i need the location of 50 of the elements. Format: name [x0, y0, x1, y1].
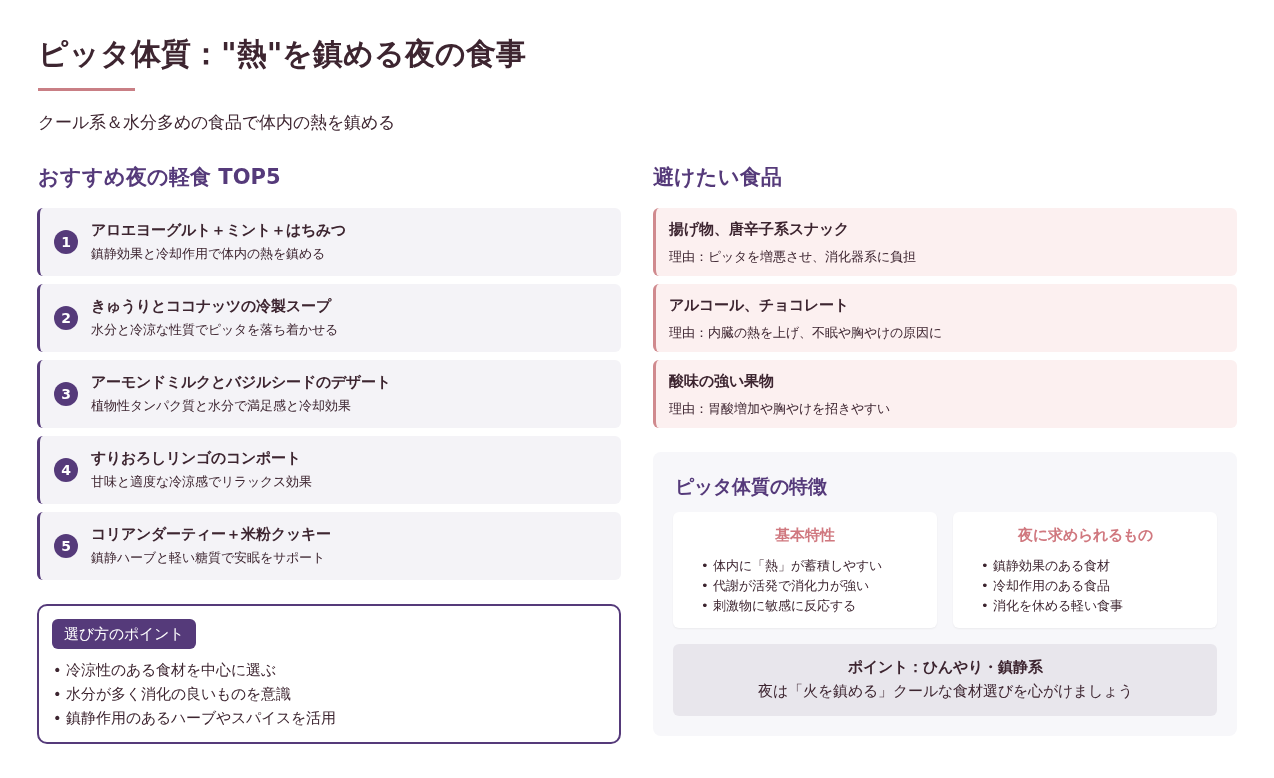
card-heading: 基本特性	[774, 526, 836, 545]
bullet-item: • 水分が多く消化の良いものを意識	[53, 685, 293, 704]
panel-heading: ピッタ体質の特徴	[675, 474, 827, 499]
avoid-food-card	[653, 360, 1237, 428]
info-panel	[653, 452, 1237, 736]
summary-heading: ポイント：ひんやり・鎮静系	[846, 658, 1044, 677]
food-description: 水分と冷涼な性質でピッタを落ち着かせる	[91, 322, 338, 339]
number-badge: 2	[54, 306, 78, 330]
avoid-food-card	[653, 208, 1237, 276]
food-name: アロエヨーグルト＋ミント＋はちみつ	[91, 221, 346, 240]
reason-text: 理由：胃酸増加や胸やけを招きやすい	[669, 400, 890, 418]
food-name: きゅうりとココナッツの冷製スープ	[91, 297, 331, 316]
bullet-item: • 消化を休める軽い食事	[981, 597, 1123, 615]
reason-text: 理由：内臓の熱を上げ、不眠や胸やけの原因に	[669, 324, 942, 342]
bullet-item: • 代謝が活発で消化力が強い	[701, 577, 870, 595]
food-card	[37, 436, 621, 504]
section-heading: 避けたい食品	[653, 164, 782, 191]
food-card	[37, 512, 621, 580]
avoid-food-card	[653, 284, 1237, 352]
food-card	[37, 208, 621, 276]
bullet-item: • 冷涼性のある食材を中心に選ぶ	[53, 661, 278, 680]
tag-label: 選び方のポイント	[52, 619, 196, 649]
tips-panel	[37, 604, 621, 744]
food-description: 鎮静ハーブと軽い糖質で安眠をサポート	[91, 550, 325, 567]
section-heading: おすすめ夜の軽食 TOP5	[38, 164, 281, 191]
number-badge: 3	[54, 382, 78, 406]
food-name: アーモンドミルクとバジルシードのデザート	[91, 373, 391, 392]
summary-text: 夜は「火を鎮める」クールな食材選びを心がけましょう	[756, 682, 1134, 701]
food-description: 植物性タンパク質と水分で満足感と冷却効果	[91, 398, 351, 415]
food-name: コリアンダーティー＋米粉クッキー	[91, 525, 331, 544]
food-name: 揚げ物、唐辛子系スナック	[669, 220, 849, 239]
food-card	[37, 284, 621, 352]
bullet-item: • 鎮静効果のある食材	[981, 557, 1111, 575]
bullet-item: • 刺激物に敏感に反応する	[701, 597, 857, 615]
card-heading: 夜に求められるもの	[1016, 526, 1154, 545]
food-description: 鎮静効果と冷却作用で体内の熱を鎮める	[91, 246, 325, 263]
bullet-item: • 鎮静作用のあるハーブやスパイスを活用	[53, 709, 337, 728]
number-badge: 4	[54, 458, 78, 482]
page-title: ピッタ体質："熱"を鎮める夜の食事	[38, 35, 527, 73]
food-name: 酸味の強い果物	[669, 372, 774, 391]
bullet-item: • 体内に「熱」が蓄積しやすい	[701, 557, 882, 575]
bullet-item: • 冷却作用のある食品	[981, 577, 1111, 595]
reason-text: 理由：ピッタを増悪させ、消化器系に負担	[669, 248, 916, 266]
number-badge: 5	[54, 534, 78, 558]
food-card	[37, 360, 621, 428]
food-name: すりおろしリンゴのコンポート	[91, 449, 301, 468]
food-description: 甘味と適度な冷涼感でリラックス効果	[91, 474, 312, 491]
food-name: アルコール、チョコレート	[669, 296, 849, 315]
number-badge: 1	[54, 230, 78, 254]
subtitle: クール系＆水分多めの食品で体内の熱を鎮める	[38, 111, 395, 134]
